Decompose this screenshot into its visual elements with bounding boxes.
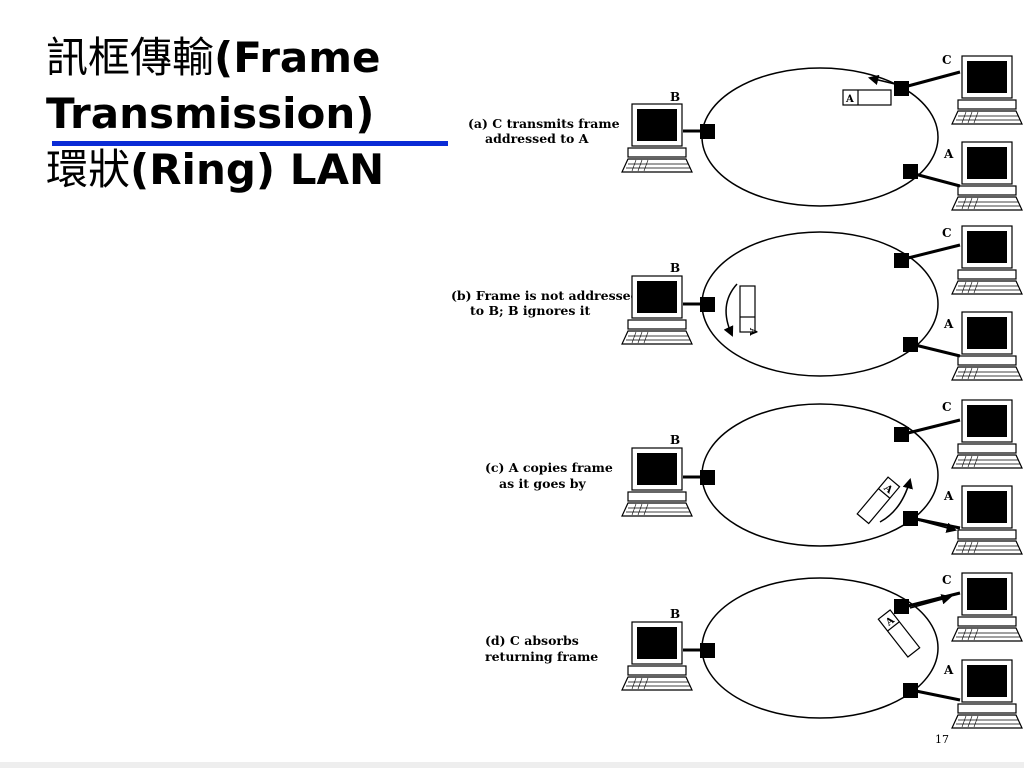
station-label-c: C (942, 53, 952, 67)
title-cjk-1: 訊框傳輸 (46, 33, 215, 82)
computer-icon (951, 399, 1023, 469)
computer-icon (951, 485, 1023, 555)
station-label-b: B (670, 607, 680, 621)
panel-caption-line1: (b) Frame is not addressed (451, 288, 640, 303)
station-label-c: C (942, 400, 952, 414)
title-line-2: Transmission) (46, 89, 375, 138)
title-latin-1: (Frame (214, 33, 381, 82)
computer-icon (621, 275, 693, 345)
ring-interface (903, 337, 918, 352)
ring-interface (700, 643, 715, 658)
computer-icon (951, 55, 1023, 125)
station-label-b: B (670, 261, 680, 275)
ring-interface (894, 599, 909, 614)
station-label-c: C (942, 226, 952, 240)
ring-interface (903, 164, 918, 179)
drop-cable (907, 418, 961, 435)
ring (701, 403, 939, 547)
direction-arrow (867, 74, 896, 86)
station-label-c: C (942, 573, 952, 587)
frame-packet: A (842, 89, 892, 106)
panel-caption-line2: returning frame (485, 649, 598, 664)
ring-interface (894, 427, 909, 442)
ring-interface (894, 253, 909, 268)
station-label-a: A (943, 147, 954, 161)
panel-caption-line2: as it goes by (499, 476, 587, 491)
frame-packet: A (856, 476, 901, 525)
panel-b: (b) Frame is not addressed to B; B ignor… (451, 225, 1023, 381)
ring-interface (700, 124, 715, 139)
computer-icon (951, 659, 1023, 729)
station-label-a: A (943, 663, 954, 677)
station-label-a: A (943, 317, 954, 331)
computer-icon (621, 621, 693, 691)
panel-caption-line2: to B; B ignores it (470, 303, 591, 318)
ring-interface (903, 683, 918, 698)
station-label-b: B (670, 90, 680, 104)
panel-a: (a) C transmits frame addressed to A B C… (468, 53, 1023, 211)
computer-icon (621, 447, 693, 517)
drop-cable (910, 171, 961, 188)
drop-cable (907, 591, 961, 608)
computer-icon (951, 141, 1023, 211)
drop-cable (907, 243, 961, 260)
panel-caption-line2: addressed to A (485, 131, 589, 146)
panel-caption-line1: (c) A copies frame (485, 460, 613, 475)
station-label-b: B (670, 433, 680, 447)
ring-interface (700, 297, 715, 312)
copy-arrow (917, 519, 958, 533)
computer-icon (621, 103, 693, 173)
computer-icon (951, 225, 1023, 295)
ring-interface (903, 511, 918, 526)
title-underline (52, 141, 448, 146)
title-latin-3: (Ring) LAN (130, 145, 385, 194)
panel-caption-line1: (a) C transmits frame (468, 116, 620, 131)
drop-cable (910, 688, 961, 702)
computer-icon (951, 572, 1023, 642)
frame-packet: A (739, 285, 758, 336)
absorb-arrow (909, 594, 953, 609)
ring-interface (894, 81, 909, 96)
page-number: 17 (935, 733, 949, 746)
footer-bar (0, 762, 1024, 768)
frame-address-label: A (845, 94, 854, 105)
title-cjk-3: 環狀 (46, 145, 131, 194)
drop-cable (910, 342, 961, 358)
panel-c: (c) A copies frame as it goes by B C A A (485, 399, 1023, 555)
ring-interface (700, 470, 715, 485)
station-label-a: A (943, 489, 954, 503)
panel-d: (d) C absorbs returning frame B C A A (485, 572, 1023, 729)
direction-arrow (723, 283, 738, 337)
computer-icon (951, 311, 1023, 381)
drop-cable (907, 70, 961, 88)
frame-address-label: A (747, 327, 758, 336)
panel-caption-line1: (d) C absorbs (485, 633, 579, 648)
direction-arrow (879, 477, 913, 523)
slide-title: 訊框傳輸(Frame Transmission) 環狀(Ring) LAN (46, 30, 456, 198)
frame-packet: A (877, 609, 921, 658)
